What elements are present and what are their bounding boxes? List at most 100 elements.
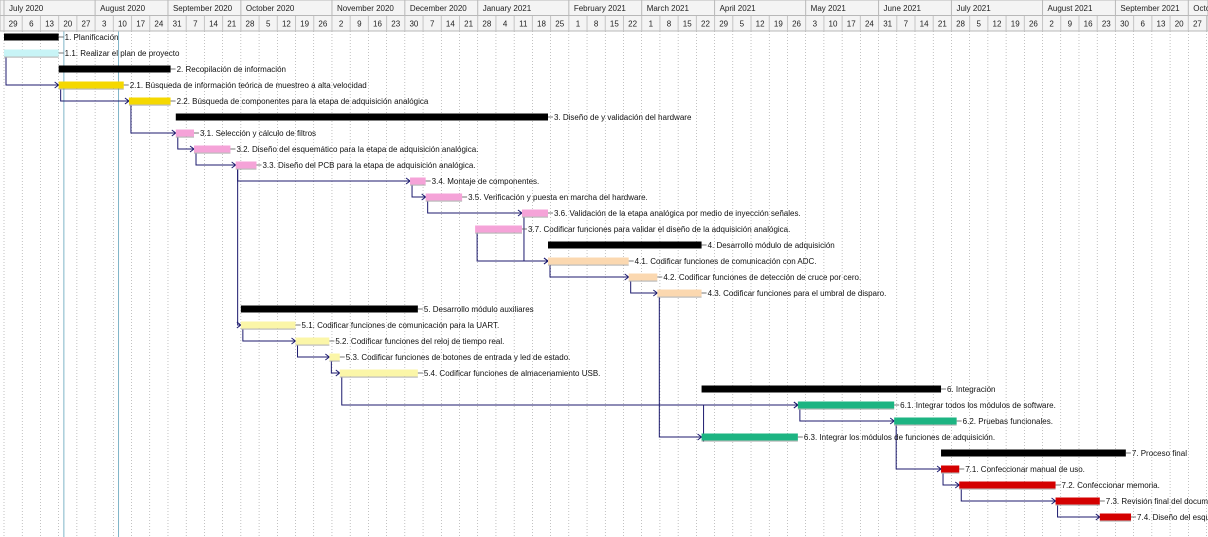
- task-bar: [128, 97, 171, 105]
- week-label: 9: [1068, 20, 1073, 29]
- task-bar-shadow: [295, 344, 330, 346]
- task-bar-shadow: [628, 280, 658, 282]
- week-label: 5: [266, 20, 271, 29]
- month-label: July 2021: [956, 4, 991, 13]
- dependency-link: [242, 329, 296, 342]
- month-label: January 2021: [483, 4, 532, 13]
- task-label: 4.2. Codificar funciones de detección de…: [663, 273, 861, 282]
- task-bar-shadow: [547, 264, 629, 266]
- dependency-link: [942, 473, 960, 486]
- task-label: 6.2. Pruebas funcionales.: [963, 417, 1053, 426]
- gantt-grid: [3, 31, 1207, 537]
- week-label: 22: [701, 20, 710, 29]
- month-label: October 2021: [1193, 4, 1208, 13]
- task-bar: [1055, 497, 1100, 505]
- task-bar-shadow: [521, 216, 548, 218]
- week-label: 1: [576, 20, 581, 29]
- task-label: 3.7. Codificar funciones para validar el…: [528, 225, 790, 234]
- task-bar-shadow: [175, 136, 195, 138]
- task-label: 2.1. Búsqueda de información teórica de …: [130, 81, 367, 90]
- dependency-link: [237, 169, 411, 182]
- week-label: 3: [102, 20, 107, 29]
- week-label: 30: [409, 20, 418, 29]
- summary-bar: [175, 113, 548, 121]
- week-label: 13: [1157, 20, 1166, 29]
- week-label: 27: [1193, 20, 1202, 29]
- month-label: November 2020: [337, 4, 394, 13]
- week-label: 31: [883, 20, 892, 29]
- link-arrowhead: [1095, 513, 1101, 521]
- week-label: 16: [1084, 20, 1093, 29]
- summary-bar: [240, 305, 418, 313]
- week-label: 1: [649, 20, 654, 29]
- task-bar-shadow: [475, 232, 522, 234]
- week-label: 17: [847, 20, 856, 29]
- task-bar-shadow: [235, 168, 257, 170]
- task-bar-shadow: [240, 328, 296, 330]
- task-bar: [521, 209, 548, 217]
- task-label: 1.1. Realizar el plan de proyecto: [65, 49, 180, 58]
- link-arrowhead: [543, 257, 549, 265]
- dependency-link: [1057, 505, 1100, 518]
- dependency-link: [341, 377, 798, 406]
- task-bar-shadow: [657, 296, 702, 298]
- task-bar: [797, 401, 895, 409]
- week-label: 26: [1029, 20, 1038, 29]
- week-label: 24: [865, 20, 874, 29]
- week-label: 16: [373, 20, 382, 29]
- week-label: 29: [9, 20, 18, 29]
- task-label: 6.3. Integrar los módulos de funciones d…: [804, 433, 995, 442]
- week-label: 4: [503, 20, 508, 29]
- task-label: 3. Diseño de y validación del hardware: [554, 113, 692, 122]
- task-bar: [657, 289, 702, 297]
- week-label: 14: [920, 20, 929, 29]
- task-bar-shadow: [894, 424, 957, 426]
- week-label: 14: [209, 20, 218, 29]
- task-bar: [701, 433, 798, 441]
- task-bar: [339, 369, 418, 377]
- task-label: 3.6. Validación de la etapa analógica po…: [554, 209, 801, 218]
- task-bar: [410, 177, 426, 185]
- task-bar-shadow: [128, 104, 171, 106]
- task-bar-shadow: [425, 200, 463, 202]
- link-arrowhead: [793, 401, 799, 409]
- task-bar-shadow: [4, 56, 59, 58]
- week-label: 21: [464, 20, 473, 29]
- week-label: 7: [193, 20, 198, 29]
- dependency-link: [960, 489, 1056, 502]
- task-bar: [240, 321, 296, 329]
- week-label: 7: [430, 20, 435, 29]
- week-label: 30: [1120, 20, 1129, 29]
- week-label: 28: [482, 20, 491, 29]
- task-bar-shadow: [701, 440, 798, 442]
- week-label: 29: [719, 20, 728, 29]
- week-label: 6: [29, 20, 34, 29]
- task-label: 4. Desarrollo módulo de adquisición: [708, 241, 835, 250]
- task-bar-shadow: [329, 360, 340, 362]
- task-bar-shadow: [941, 472, 960, 474]
- dependency-link: [237, 169, 241, 326]
- week-label: 8: [594, 20, 599, 29]
- task-bar-shadow: [410, 184, 426, 186]
- month-label: May 2021: [811, 4, 847, 13]
- link-arrowhead: [124, 97, 130, 105]
- dependency-link: [799, 409, 895, 422]
- week-label: 27: [82, 20, 91, 29]
- week-label: 31: [173, 20, 182, 29]
- week-label: 12: [282, 20, 291, 29]
- week-label: 22: [628, 20, 637, 29]
- task-bar: [941, 465, 960, 473]
- task-label: 3.4. Montaje de componentes.: [432, 177, 540, 186]
- task-bar: [959, 481, 1056, 489]
- week-label: 10: [829, 20, 838, 29]
- month-label: February 2021: [574, 4, 627, 13]
- week-label: 8: [667, 20, 672, 29]
- task-bar: [425, 193, 463, 201]
- week-label: 18: [537, 20, 546, 29]
- task-label: 5.2. Codificar funciones del reloj de ti…: [335, 337, 504, 346]
- month-label: December 2020: [410, 4, 467, 13]
- task-label: 2. Recopilación de información: [177, 65, 286, 74]
- week-label: 20: [1175, 20, 1184, 29]
